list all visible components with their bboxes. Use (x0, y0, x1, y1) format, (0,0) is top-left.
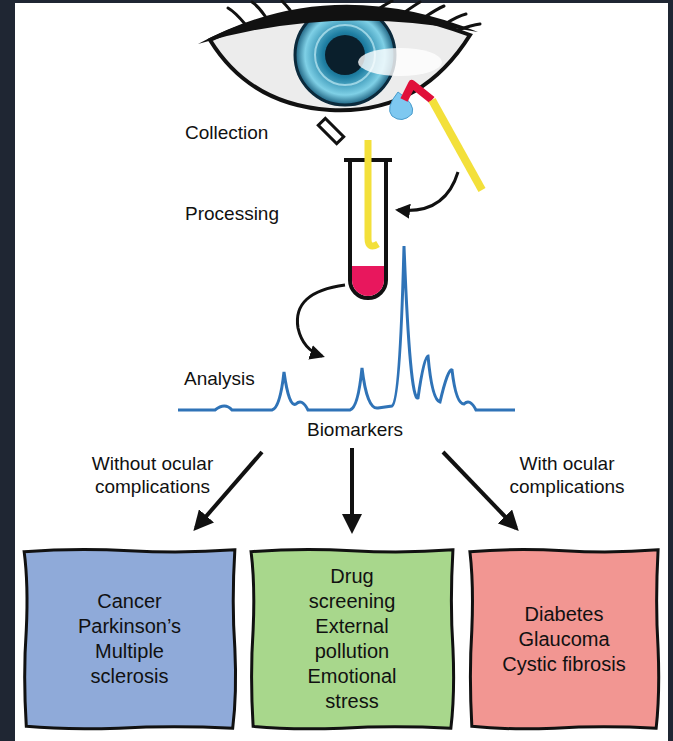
eye-illustration (198, 1, 482, 190)
step-label: With ocular complications (492, 452, 642, 498)
step-label: Without ocular complications (70, 452, 235, 498)
box-text: Parkinson’s (78, 614, 181, 639)
box-text: Multiple sclerosis (67, 639, 192, 689)
box-text: Cystic fibrosis (502, 652, 625, 677)
box-text: Glaucoma (518, 627, 609, 652)
branch-arrows (196, 448, 516, 530)
step-label: Biomarkers (290, 418, 420, 441)
box-text: Diabetes (525, 602, 604, 627)
step-label: Analysis (184, 367, 304, 390)
step-label: Collection (185, 121, 325, 144)
category-box: CancerParkinson’sMultiple sclerosis (22, 548, 237, 730)
test-tube (318, 118, 392, 298)
flow-arrow (398, 172, 458, 211)
flow-arrow (297, 285, 345, 356)
chromatogram (178, 246, 515, 410)
box-text: External pollution (290, 614, 415, 664)
box-text: Emotional stress (290, 664, 415, 714)
box-outline (22, 548, 237, 730)
category-box: DiabetesGlaucomaCystic fibrosis (468, 548, 660, 730)
box-text: Drug screening (290, 564, 415, 614)
box-text: Cancer (97, 589, 161, 614)
step-label: Processing (185, 202, 325, 225)
category-box: Drug screeningExternal pollutionEmotiona… (249, 548, 455, 730)
